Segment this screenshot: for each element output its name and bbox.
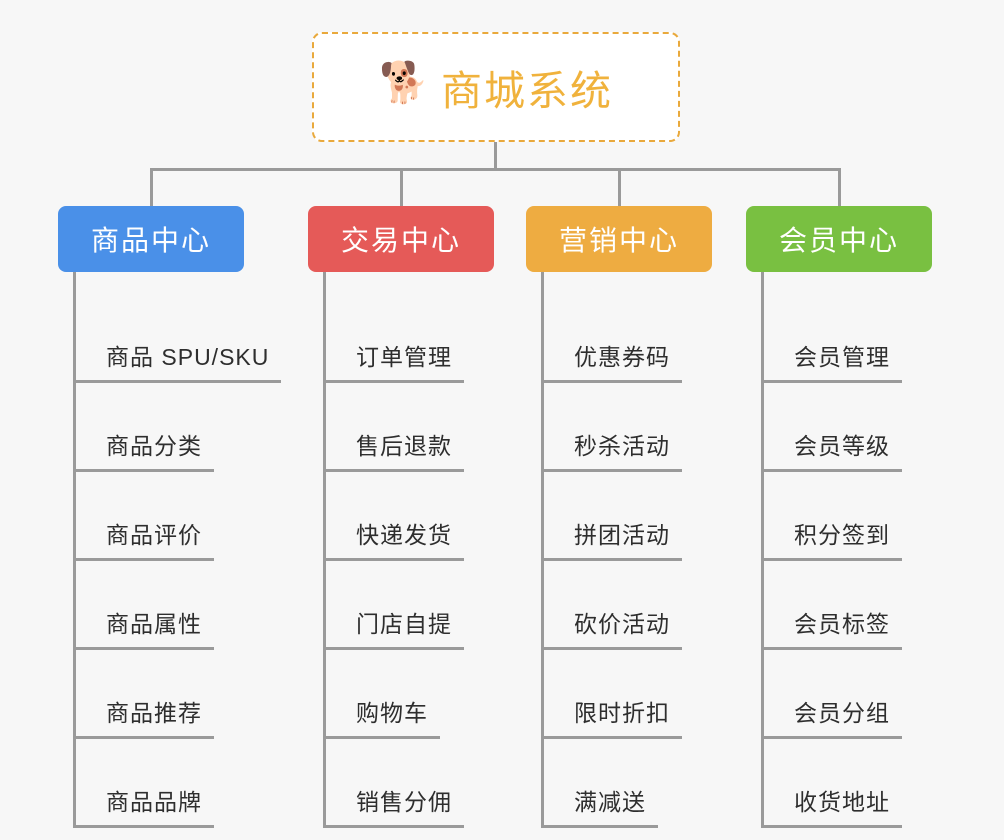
column-member-center: 会员中心 会员管理 会员等级 积分签到 会员标签 会员分组 收货地址 — [746, 206, 932, 828]
list-item[interactable]: 会员标签 — [764, 561, 932, 650]
list-item[interactable]: 商品品牌 — [76, 739, 281, 828]
leaf-list-trade-center: 订单管理 售后退款 快递发货 门店自提 购物车 销售分佣 — [323, 272, 494, 828]
leaf-label: 销售分佣 — [326, 783, 464, 828]
root-node[interactable]: 🐕 商城系统 — [312, 32, 680, 142]
leaf-label: 门店自提 — [326, 605, 464, 650]
list-item[interactable]: 商品分类 — [76, 383, 281, 472]
list-item[interactable]: 会员分组 — [764, 650, 932, 739]
leaf-label: 积分签到 — [764, 516, 902, 561]
list-item[interactable]: 积分签到 — [764, 472, 932, 561]
list-item[interactable]: 拼团活动 — [544, 472, 712, 561]
list-item[interactable]: 商品属性 — [76, 561, 281, 650]
column-marketing-center: 营销中心 优惠券码 秒杀活动 拼团活动 砍价活动 限时折扣 满减送 — [526, 206, 712, 828]
leaf-list-product-center: 商品 SPU/SKU 商品分类 商品评价 商品属性 商品推荐 商品品牌 — [73, 272, 282, 828]
connector-drop-member-center — [838, 168, 841, 206]
leaf-label: 会员标签 — [764, 605, 902, 650]
connector-root-stem — [494, 142, 497, 170]
connector-drop-product-center — [150, 168, 153, 206]
leaf-label: 会员分组 — [764, 694, 902, 739]
connector-drop-trade-center — [400, 168, 403, 206]
list-item[interactable]: 售后退款 — [326, 383, 494, 472]
category-header-member-center[interactable]: 会员中心 — [746, 206, 932, 272]
connector-horizontal-bus — [150, 168, 840, 171]
leaf-label: 商品分类 — [76, 427, 214, 472]
leaf-label: 满减送 — [544, 783, 658, 828]
list-item[interactable]: 满减送 — [544, 739, 712, 828]
list-item[interactable]: 商品评价 — [76, 472, 281, 561]
category-header-product-center[interactable]: 商品中心 — [58, 206, 244, 272]
leaf-label: 秒杀活动 — [544, 427, 682, 472]
leaf-label: 订单管理 — [326, 338, 464, 383]
leaf-label: 会员等级 — [764, 427, 902, 472]
list-item[interactable]: 快递发货 — [326, 472, 494, 561]
leaf-label: 购物车 — [326, 694, 440, 739]
leaf-label: 会员管理 — [764, 338, 902, 383]
list-item[interactable]: 会员等级 — [764, 383, 932, 472]
list-item[interactable]: 限时折扣 — [544, 650, 712, 739]
leaf-label: 优惠券码 — [544, 338, 682, 383]
leaf-label: 商品评价 — [76, 516, 214, 561]
shiba-dog-face-icon: 🐕 — [379, 61, 429, 105]
list-item[interactable]: 订单管理 — [326, 294, 494, 383]
list-item[interactable]: 商品 SPU/SKU — [76, 294, 282, 383]
list-item[interactable]: 收货地址 — [764, 739, 932, 828]
leaf-label: 砍价活动 — [544, 605, 682, 650]
leaf-label: 商品品牌 — [76, 783, 214, 828]
leaf-label: 快递发货 — [326, 516, 464, 561]
list-item[interactable]: 优惠券码 — [544, 294, 712, 383]
root-title: 商城系统 — [441, 68, 613, 114]
leaf-list-member-center: 会员管理 会员等级 积分签到 会员标签 会员分组 收货地址 — [761, 272, 932, 828]
leaf-label: 商品推荐 — [76, 694, 214, 739]
list-item[interactable]: 购物车 — [326, 650, 494, 739]
column-trade-center: 交易中心 订单管理 售后退款 快递发货 门店自提 购物车 销售分佣 — [308, 206, 494, 828]
leaf-list-marketing-center: 优惠券码 秒杀活动 拼团活动 砍价活动 限时折扣 满减送 — [541, 272, 712, 828]
connector-drop-marketing-center — [618, 168, 621, 206]
list-item[interactable]: 砍价活动 — [544, 561, 712, 650]
column-product-center: 商品中心 商品 SPU/SKU 商品分类 商品评价 商品属性 商品推荐 商品品牌 — [58, 206, 282, 828]
leaf-label: 拼团活动 — [544, 516, 682, 561]
list-item[interactable]: 销售分佣 — [326, 739, 494, 828]
leaf-label: 商品属性 — [76, 605, 214, 650]
list-item[interactable]: 秒杀活动 — [544, 383, 712, 472]
leaf-label: 售后退款 — [326, 427, 464, 472]
list-item[interactable]: 门店自提 — [326, 561, 494, 650]
list-item[interactable]: 会员管理 — [764, 294, 932, 383]
category-header-trade-center[interactable]: 交易中心 — [308, 206, 494, 272]
leaf-label: 商品 SPU/SKU — [76, 338, 282, 383]
list-item[interactable]: 商品推荐 — [76, 650, 281, 739]
category-header-marketing-center[interactable]: 营销中心 — [526, 206, 712, 272]
leaf-label: 限时折扣 — [544, 694, 682, 739]
leaf-label: 收货地址 — [764, 783, 902, 828]
